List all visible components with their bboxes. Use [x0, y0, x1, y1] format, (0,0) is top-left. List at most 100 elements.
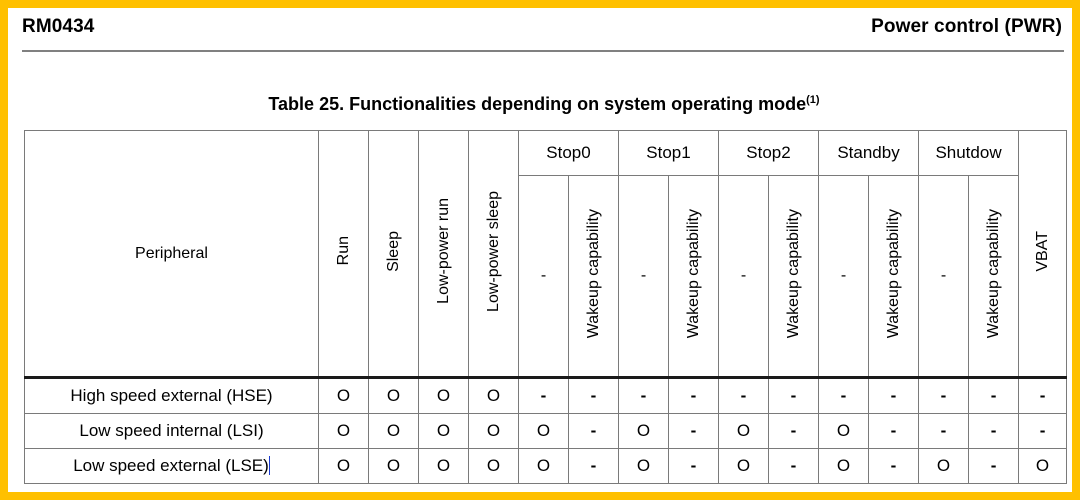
- supported-marker-icon: O: [836, 421, 851, 440]
- not-available-marker: -: [940, 421, 947, 440]
- table-cell-value[interactable]: O: [368, 413, 419, 449]
- subcolumn-header-stop0-wakeup: Wakeup capability: [568, 175, 619, 378]
- not-available-marker: -: [1039, 386, 1046, 405]
- header-divider-rule: [22, 50, 1064, 52]
- table-subheader-row: - Wakeup capability - Wakeup capability …: [25, 175, 1067, 378]
- table-cell-value[interactable]: -: [1018, 413, 1068, 449]
- table-cell-value[interactable]: -: [818, 376, 869, 414]
- supported-marker-icon: O: [536, 456, 551, 475]
- table-cell-value[interactable]: -: [768, 413, 819, 449]
- table-cell-value[interactable]: -: [867, 376, 920, 414]
- table-cell-value[interactable]: -: [867, 413, 920, 449]
- table-cell-value[interactable]: O: [718, 413, 769, 449]
- table-cell-value[interactable]: -: [918, 413, 970, 449]
- supported-marker-icon: O: [386, 456, 401, 475]
- table-cell-value[interactable]: -: [568, 413, 619, 449]
- not-available-marker: -: [640, 386, 647, 405]
- table-cell-value[interactable]: O: [368, 448, 419, 484]
- table-cell-value[interactable]: O: [418, 448, 469, 484]
- column-header-low-power-sleep: Low-power sleep: [468, 130, 519, 378]
- table-cell-value[interactable]: O: [518, 448, 569, 484]
- table-caption-footnote-marker: (1): [806, 94, 820, 106]
- table-cell-value[interactable]: -: [768, 448, 819, 484]
- supported-marker-icon: O: [486, 421, 501, 440]
- table-cell-value[interactable]: O: [818, 413, 869, 449]
- supported-marker-icon: O: [336, 386, 351, 405]
- table-cell-value[interactable]: O: [418, 413, 469, 449]
- subcolumn-header-shutdown-wakeup: Wakeup capability: [968, 175, 1020, 378]
- subcolumn-header-shutdown-plain: -: [918, 175, 970, 378]
- table-cell-value[interactable]: -: [718, 376, 769, 414]
- subcolumn-header-stop1-wakeup: Wakeup capability: [668, 175, 719, 378]
- supported-marker-icon: O: [936, 456, 951, 475]
- table-cell-value[interactable]: O: [818, 448, 869, 484]
- table-cell-value[interactable]: O: [518, 413, 569, 449]
- column-header-peripheral: Peripheral: [24, 130, 319, 378]
- supported-marker-icon: O: [436, 386, 451, 405]
- header-chapter-title: Power control (PWR): [871, 16, 1062, 37]
- table-cell-value[interactable]: -: [867, 448, 920, 484]
- supported-marker-icon: O: [336, 421, 351, 440]
- group-header-stop1: Stop1: [618, 130, 719, 176]
- table-cell-peripheral[interactable]: Low speed internal (LSI): [24, 413, 319, 449]
- table-cell-value[interactable]: -: [968, 413, 1020, 449]
- supported-marker-icon: O: [386, 421, 401, 440]
- supported-marker-icon: O: [486, 386, 501, 405]
- table-cell-value[interactable]: O: [368, 376, 419, 414]
- not-available-marker: -: [790, 456, 797, 475]
- subcolumn-header-standby-plain: -: [818, 175, 869, 378]
- table-cell-value[interactable]: O: [318, 413, 369, 449]
- text-cursor: [268, 456, 270, 475]
- table-cell-value[interactable]: O: [418, 376, 469, 414]
- table-cell-peripheral[interactable]: Low speed external (LSE): [24, 448, 319, 484]
- table-cell-value[interactable]: -: [668, 448, 719, 484]
- supported-marker-icon: O: [636, 456, 651, 475]
- not-available-marker: -: [690, 456, 697, 475]
- table-cell-value[interactable]: -: [968, 376, 1020, 414]
- not-available-marker: -: [740, 386, 747, 405]
- table-cell-value[interactable]: O: [468, 413, 519, 449]
- table-cell-value[interactable]: -: [768, 376, 819, 414]
- table-caption-text: Table 25. Functionalities depending on s…: [268, 94, 807, 114]
- table-cell-value[interactable]: O: [718, 448, 769, 484]
- table-cell-value[interactable]: O: [318, 448, 369, 484]
- table-cell-value[interactable]: -: [518, 376, 569, 414]
- subcolumn-header-stop1-plain: -: [618, 175, 669, 378]
- not-available-marker: -: [1039, 421, 1046, 440]
- table-cell-value[interactable]: -: [618, 376, 669, 414]
- table-cell-value[interactable]: -: [568, 448, 619, 484]
- supported-marker-icon: O: [336, 456, 351, 475]
- not-available-marker: -: [590, 456, 597, 475]
- table-cell-value[interactable]: O: [468, 448, 519, 484]
- not-available-marker: -: [990, 421, 997, 440]
- table-cell-value[interactable]: -: [568, 376, 619, 414]
- table-cell-value[interactable]: -: [668, 413, 719, 449]
- not-available-marker: -: [590, 421, 597, 440]
- not-available-marker: -: [690, 421, 697, 440]
- table-cell-value[interactable]: O: [618, 413, 669, 449]
- table-cell-value[interactable]: O: [618, 448, 669, 484]
- column-header-sleep: Sleep: [368, 130, 419, 378]
- table-cell-peripheral[interactable]: High speed external (HSE): [24, 376, 319, 414]
- table-group-header-row: Peripheral Run Sleep Low-power run Low-p…: [24, 130, 1068, 378]
- group-header-stop0: Stop0: [518, 130, 619, 176]
- table-cell-value[interactable]: -: [1018, 376, 1068, 414]
- supported-marker-icon: O: [436, 421, 451, 440]
- table-cell-value[interactable]: -: [668, 376, 719, 414]
- table-cell-value[interactable]: O: [468, 376, 519, 414]
- table-cell-value[interactable]: O: [918, 448, 970, 484]
- table-header: Peripheral Run Sleep Low-power run Low-p…: [24, 130, 1068, 378]
- table-cell-value[interactable]: O: [1018, 448, 1068, 484]
- subcolumn-header-stop2-plain: -: [718, 175, 769, 378]
- table-cell-value[interactable]: O: [318, 376, 369, 414]
- not-available-marker: -: [940, 386, 947, 405]
- table-cell-value[interactable]: -: [968, 448, 1020, 484]
- table-cell-value[interactable]: -: [918, 376, 970, 414]
- supported-marker-icon: O: [836, 456, 851, 475]
- column-header-vbat: VBAT: [1018, 130, 1068, 378]
